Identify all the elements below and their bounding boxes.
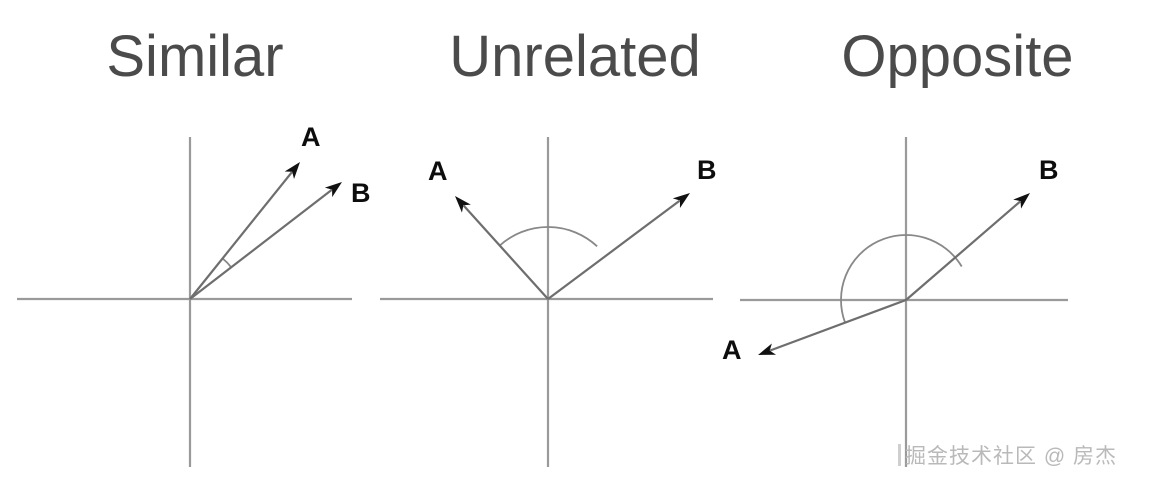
panel-opposite bbox=[740, 137, 1068, 467]
arrowhead-opposite-a bbox=[758, 343, 777, 355]
panel-title-unrelated: Unrelated bbox=[449, 24, 701, 89]
vector-shaft-opposite-a bbox=[769, 298, 907, 352]
arrowhead-unrelated-a bbox=[455, 196, 471, 213]
vector-shaft-opposite-b bbox=[905, 200, 1021, 301]
panel-unrelated bbox=[380, 137, 713, 467]
vector-label-opposite-b: B bbox=[1039, 155, 1059, 185]
vector-label-unrelated-a: A bbox=[428, 156, 448, 186]
panel-title-similar: Similar bbox=[106, 24, 284, 89]
vector-label-similar-b: B bbox=[351, 178, 371, 208]
vector-label-opposite-a: A bbox=[722, 335, 742, 365]
vector-label-similar-a: A bbox=[301, 122, 321, 152]
arrowhead-similar-b bbox=[324, 182, 342, 198]
vector-shaft-unrelated-a bbox=[462, 204, 549, 300]
vector-shaft-similar-a bbox=[189, 171, 293, 300]
vector-shaft-unrelated-b bbox=[547, 199, 681, 300]
angle-arc-similar bbox=[222, 257, 233, 269]
vector-label-unrelated-b: B bbox=[697, 155, 717, 185]
watermark-divider bbox=[898, 444, 901, 466]
vector-shaft-similar-b bbox=[189, 189, 333, 300]
angle-arc-unrelated bbox=[499, 226, 598, 248]
panel-title-opposite: Opposite bbox=[841, 24, 1074, 89]
watermark-text: 掘金技术社区 @ 房杰 bbox=[905, 445, 1117, 468]
arrowhead-unrelated-b bbox=[672, 193, 690, 208]
panel-similar bbox=[17, 137, 352, 467]
arrowhead-opposite-b bbox=[1013, 193, 1030, 209]
angle-arc-opposite bbox=[840, 234, 963, 323]
arrowhead-similar-a bbox=[284, 162, 300, 180]
